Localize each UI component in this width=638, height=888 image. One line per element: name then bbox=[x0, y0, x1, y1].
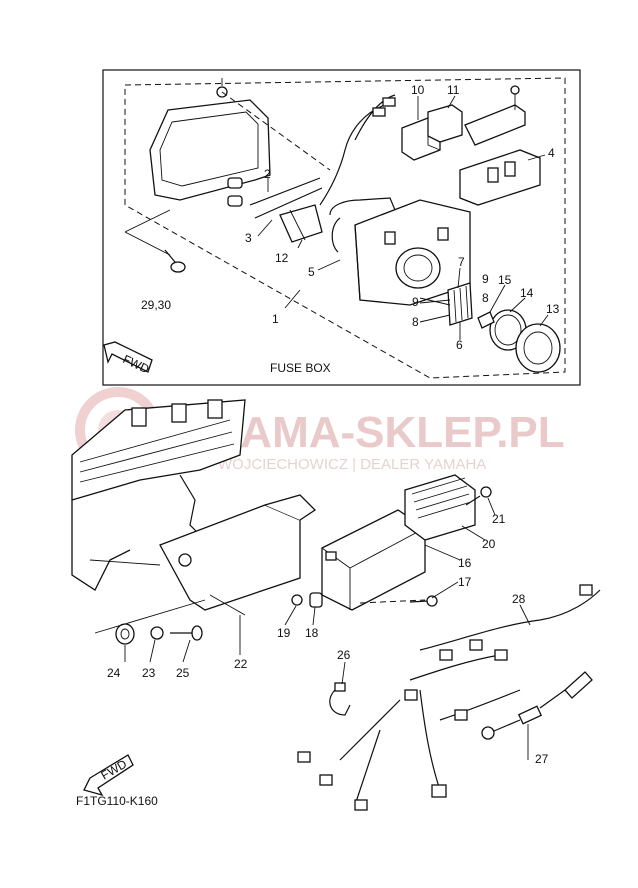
label-23: 23 bbox=[142, 666, 156, 680]
label-14: 14 bbox=[520, 286, 534, 300]
cdi-unit-16 bbox=[321, 509, 426, 611]
label-4: 4 bbox=[548, 146, 555, 160]
small-parts-2-3-12 bbox=[227, 177, 323, 243]
fuse-box-wires bbox=[319, 94, 396, 206]
bracket-22 bbox=[89, 494, 317, 616]
label-13: 13 bbox=[546, 302, 560, 316]
diagram-code: F1TG110-K160 bbox=[76, 794, 158, 808]
inner-dashed-outline bbox=[124, 77, 566, 379]
label-22: 22 bbox=[234, 657, 248, 671]
label-1: 1 bbox=[272, 312, 279, 326]
label-18: 18 bbox=[305, 626, 319, 640]
relays-and-bracket bbox=[401, 85, 541, 206]
label-5: 5 bbox=[308, 265, 315, 279]
label-25: 25 bbox=[176, 666, 190, 680]
screw-29-30 bbox=[124, 209, 186, 273]
label-6: 6 bbox=[456, 338, 463, 352]
label-27: 27 bbox=[535, 752, 549, 766]
watermark-title: YAMA-SKLEP.PL bbox=[215, 408, 565, 457]
fwd-arrow-top: FWD bbox=[103, 341, 153, 376]
label-3: 3 bbox=[245, 231, 252, 245]
label-28: 28 bbox=[512, 592, 526, 606]
outer-frame bbox=[102, 69, 581, 386]
fuse-box-label: FUSE BOX bbox=[270, 361, 331, 375]
fasteners-23-24-25 bbox=[94, 599, 206, 645]
watermark-subtitle: WOJCIECHOWICZ | DEALER YAMAHA bbox=[218, 456, 486, 473]
label-8a: 8 bbox=[482, 291, 489, 305]
fuse-box-frame bbox=[102, 69, 581, 386]
label-9b: 9 bbox=[412, 295, 419, 309]
part-labels: 2 3 12 5 1 29,30 10 11 4 7 9 9 8 8 6 15 … bbox=[107, 83, 560, 766]
fuse-box-body bbox=[329, 197, 471, 306]
label-15: 15 bbox=[498, 273, 512, 287]
label-26: 26 bbox=[337, 648, 351, 662]
watermark: YAMA-SKLEP.PL WOJCIECHOWICZ | DEALER YAM… bbox=[75, 387, 565, 473]
wire-harness-28 bbox=[297, 584, 601, 811]
fuses-6-9 bbox=[447, 282, 473, 326]
cable-27 bbox=[481, 671, 593, 760]
fwd-arrow-bottom: FWD bbox=[83, 754, 134, 797]
engine-block bbox=[71, 399, 246, 591]
label-10: 10 bbox=[411, 83, 425, 97]
label-2: 2 bbox=[264, 167, 271, 181]
leader-lines bbox=[124, 95, 549, 685]
label-21: 21 bbox=[492, 512, 506, 526]
label-7: 7 bbox=[458, 255, 465, 269]
label-24: 24 bbox=[107, 666, 121, 680]
bolt-17-collar-18-19 bbox=[291, 592, 438, 608]
label-20: 20 bbox=[482, 537, 496, 551]
fwd-label-top: FWD bbox=[121, 352, 152, 376]
cover-plate bbox=[149, 78, 331, 201]
label-9a: 9 bbox=[482, 272, 489, 286]
label-8b: 8 bbox=[412, 315, 419, 329]
label-17: 17 bbox=[458, 575, 472, 589]
clip-26 bbox=[329, 682, 351, 716]
label-29-30: 29,30 bbox=[141, 298, 171, 312]
label-16: 16 bbox=[458, 556, 472, 570]
label-12: 12 bbox=[275, 251, 289, 265]
label-19: 19 bbox=[277, 626, 291, 640]
bolt-21 bbox=[465, 486, 492, 506]
regulator-20 bbox=[404, 474, 476, 541]
cap-and-seal bbox=[477, 309, 561, 373]
label-11: 11 bbox=[447, 83, 460, 97]
